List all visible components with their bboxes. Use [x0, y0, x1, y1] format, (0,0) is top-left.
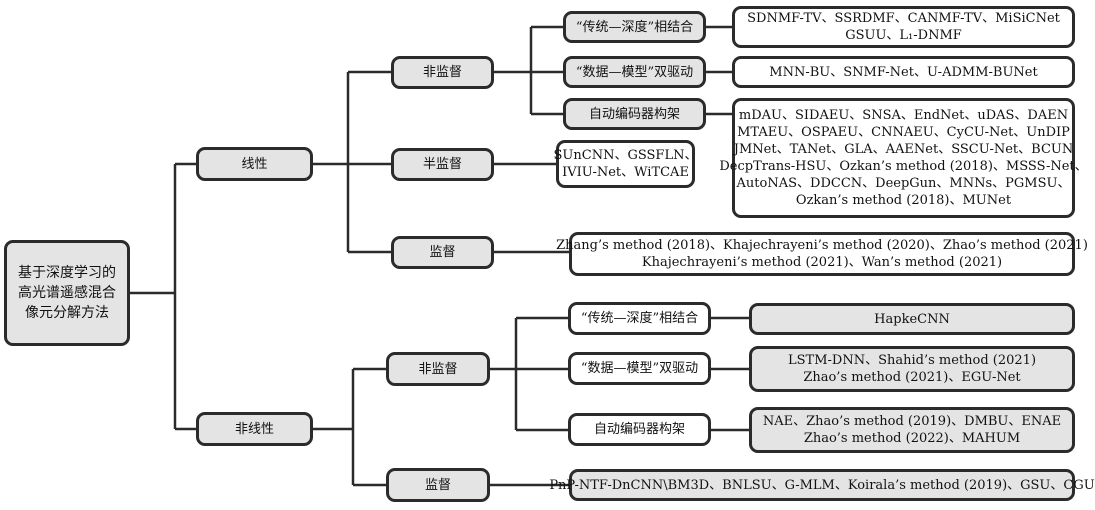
method-line: LSTM-DNN、Shahid’s method (2021)	[787, 353, 1037, 368]
linear-hybrid-label: “传统—深度”相结合	[575, 19, 694, 35]
linear-supervised-label: 监督	[429, 245, 456, 260]
method-line: IVIU-Net、WiTCAE	[562, 165, 689, 180]
linear-semi-supervised-label: 半监督	[422, 157, 462, 172]
method-line: HapkeCNN	[874, 311, 950, 327]
method-line: AutoNAS、DDCCN、DeepGun、MNNs、PGMSU、	[736, 176, 1071, 191]
method-line: SDNMF-TV、SSRDMF、CANMF-TV、MiSiCNet	[747, 11, 1060, 26]
root-line: 像元分解方法	[25, 305, 109, 321]
nonlinear-node: 非线性	[196, 412, 313, 446]
nonlinear-dual-drive-methods: LSTM-DNN、Shahid’s method (2021) Zhao’s m…	[749, 346, 1075, 392]
nonlinear-supervised-methods: PnP-NTF-DnCNN\BM3D、BNLSU、G-MLM、Koirala’s…	[549, 469, 1095, 501]
nonlinear-autoencoder-methods: NAE、Zhao’s method (2019)、DMBU、ENAE Zhao’…	[749, 407, 1075, 453]
method-line: Khajechrayeni’s method (2021)、Wan’s meth…	[641, 255, 1003, 270]
linear-node: 线性	[196, 147, 313, 181]
method-line: MTAEU、OSPAEU、CNNAEU、CyCU-Net、UnDIP	[737, 125, 1070, 140]
linear-dual-drive-methods: MNN-BU、SNMF-Net、U-ADMM-BUNet	[732, 56, 1075, 88]
linear-supervised-methods: Zhang’s method (2018)、Khajechrayeni’s me…	[556, 232, 1088, 276]
linear-hybrid-methods: SDNMF-TV、SSRDMF、CANMF-TV、MiSiCNet GSUU、L…	[732, 6, 1075, 48]
nonlinear-supervised-node: 监督	[386, 468, 490, 502]
linear-unsupervised-node: 非监督	[391, 56, 494, 89]
nonlinear-hybrid-methods: HapkeCNN	[749, 303, 1075, 335]
nonlinear-hybrid-node: “传统—深度”相结合	[568, 302, 711, 335]
nonlinear-autoencoder-label: 自动编码器构架	[593, 422, 685, 437]
linear-label: 线性	[241, 156, 268, 172]
method-line: Zhao’s method (2021)、EGU-Net	[803, 370, 1021, 385]
nonlinear-unsupervised-node: 非监督	[386, 352, 490, 386]
linear-autoencoder-node: 自动编码器构架	[563, 98, 706, 130]
nonlinear-hybrid-label: “传统—深度”相结合	[580, 311, 699, 326]
linear-semi-supervised-node: 半监督	[391, 148, 494, 181]
linear-supervised-node: 监督	[391, 236, 494, 269]
method-line: JMNet、TANet、GLA、AAENet、SSCU-Net、BCUN	[733, 142, 1074, 157]
linear-unsupervised-label: 非监督	[422, 65, 462, 80]
linear-dual-drive-node: “数据—模型”双驱动	[563, 56, 706, 88]
method-line: DecpTrans-HSU、Ozkan’s method (2018)、MSSS…	[719, 159, 1088, 174]
root-line: 基于深度学习的	[18, 265, 116, 281]
linear-autoencoder-methods: mDAU、SIDAEU、SNSA、EndNet、uDAS、DAEN MTAEU、…	[719, 98, 1088, 218]
root-line: 高光谱遥感混合	[18, 285, 116, 301]
method-line: Zhang’s method (2018)、Khajechrayeni’s me…	[556, 238, 1088, 253]
linear-autoencoder-label: 自动编码器构架	[588, 106, 680, 122]
method-line: GSUU、L₁-DNMF	[845, 28, 962, 43]
nonlinear-dual-drive-node: “数据—模型”双驱动	[568, 352, 711, 385]
linear-hybrid-node: “传统—深度”相结合	[563, 11, 706, 43]
linear-semi-supervised-methods: SUnCNN、GSSFLN、 IVIU-Net、WiTCAE	[553, 140, 698, 188]
nonlinear-autoencoder-node: 自动编码器构架	[568, 413, 711, 446]
nonlinear-supervised-label: 监督	[424, 477, 451, 493]
root-node: 基于深度学习的 高光谱遥感混合 像元分解方法	[4, 240, 130, 346]
method-line: NAE、Zhao’s method (2019)、DMBU、ENAE	[762, 414, 1062, 429]
nonlinear-dual-drive-label: “数据—模型”双驱动	[580, 361, 699, 376]
nonlinear-label: 非线性	[234, 421, 274, 437]
method-line: Ozkan’s method (2018)、MUNet	[795, 193, 1012, 208]
method-line: SUnCNN、GSSFLN、	[553, 148, 698, 163]
linear-dual-drive-label: “数据—模型”双驱动	[575, 64, 694, 80]
nonlinear-unsupervised-label: 非监督	[418, 361, 458, 377]
method-line: MNN-BU、SNMF-Net、U-ADMM-BUNet	[769, 64, 1038, 80]
method-line: mDAU、SIDAEU、SNSA、EndNet、uDAS、DAEN	[738, 108, 1069, 123]
method-line: Zhao’s method (2022)、MAHUM	[803, 431, 1021, 446]
method-line: PnP-NTF-DnCNN\BM3D、BNLSU、G-MLM、Koirala’s…	[549, 477, 1095, 493]
